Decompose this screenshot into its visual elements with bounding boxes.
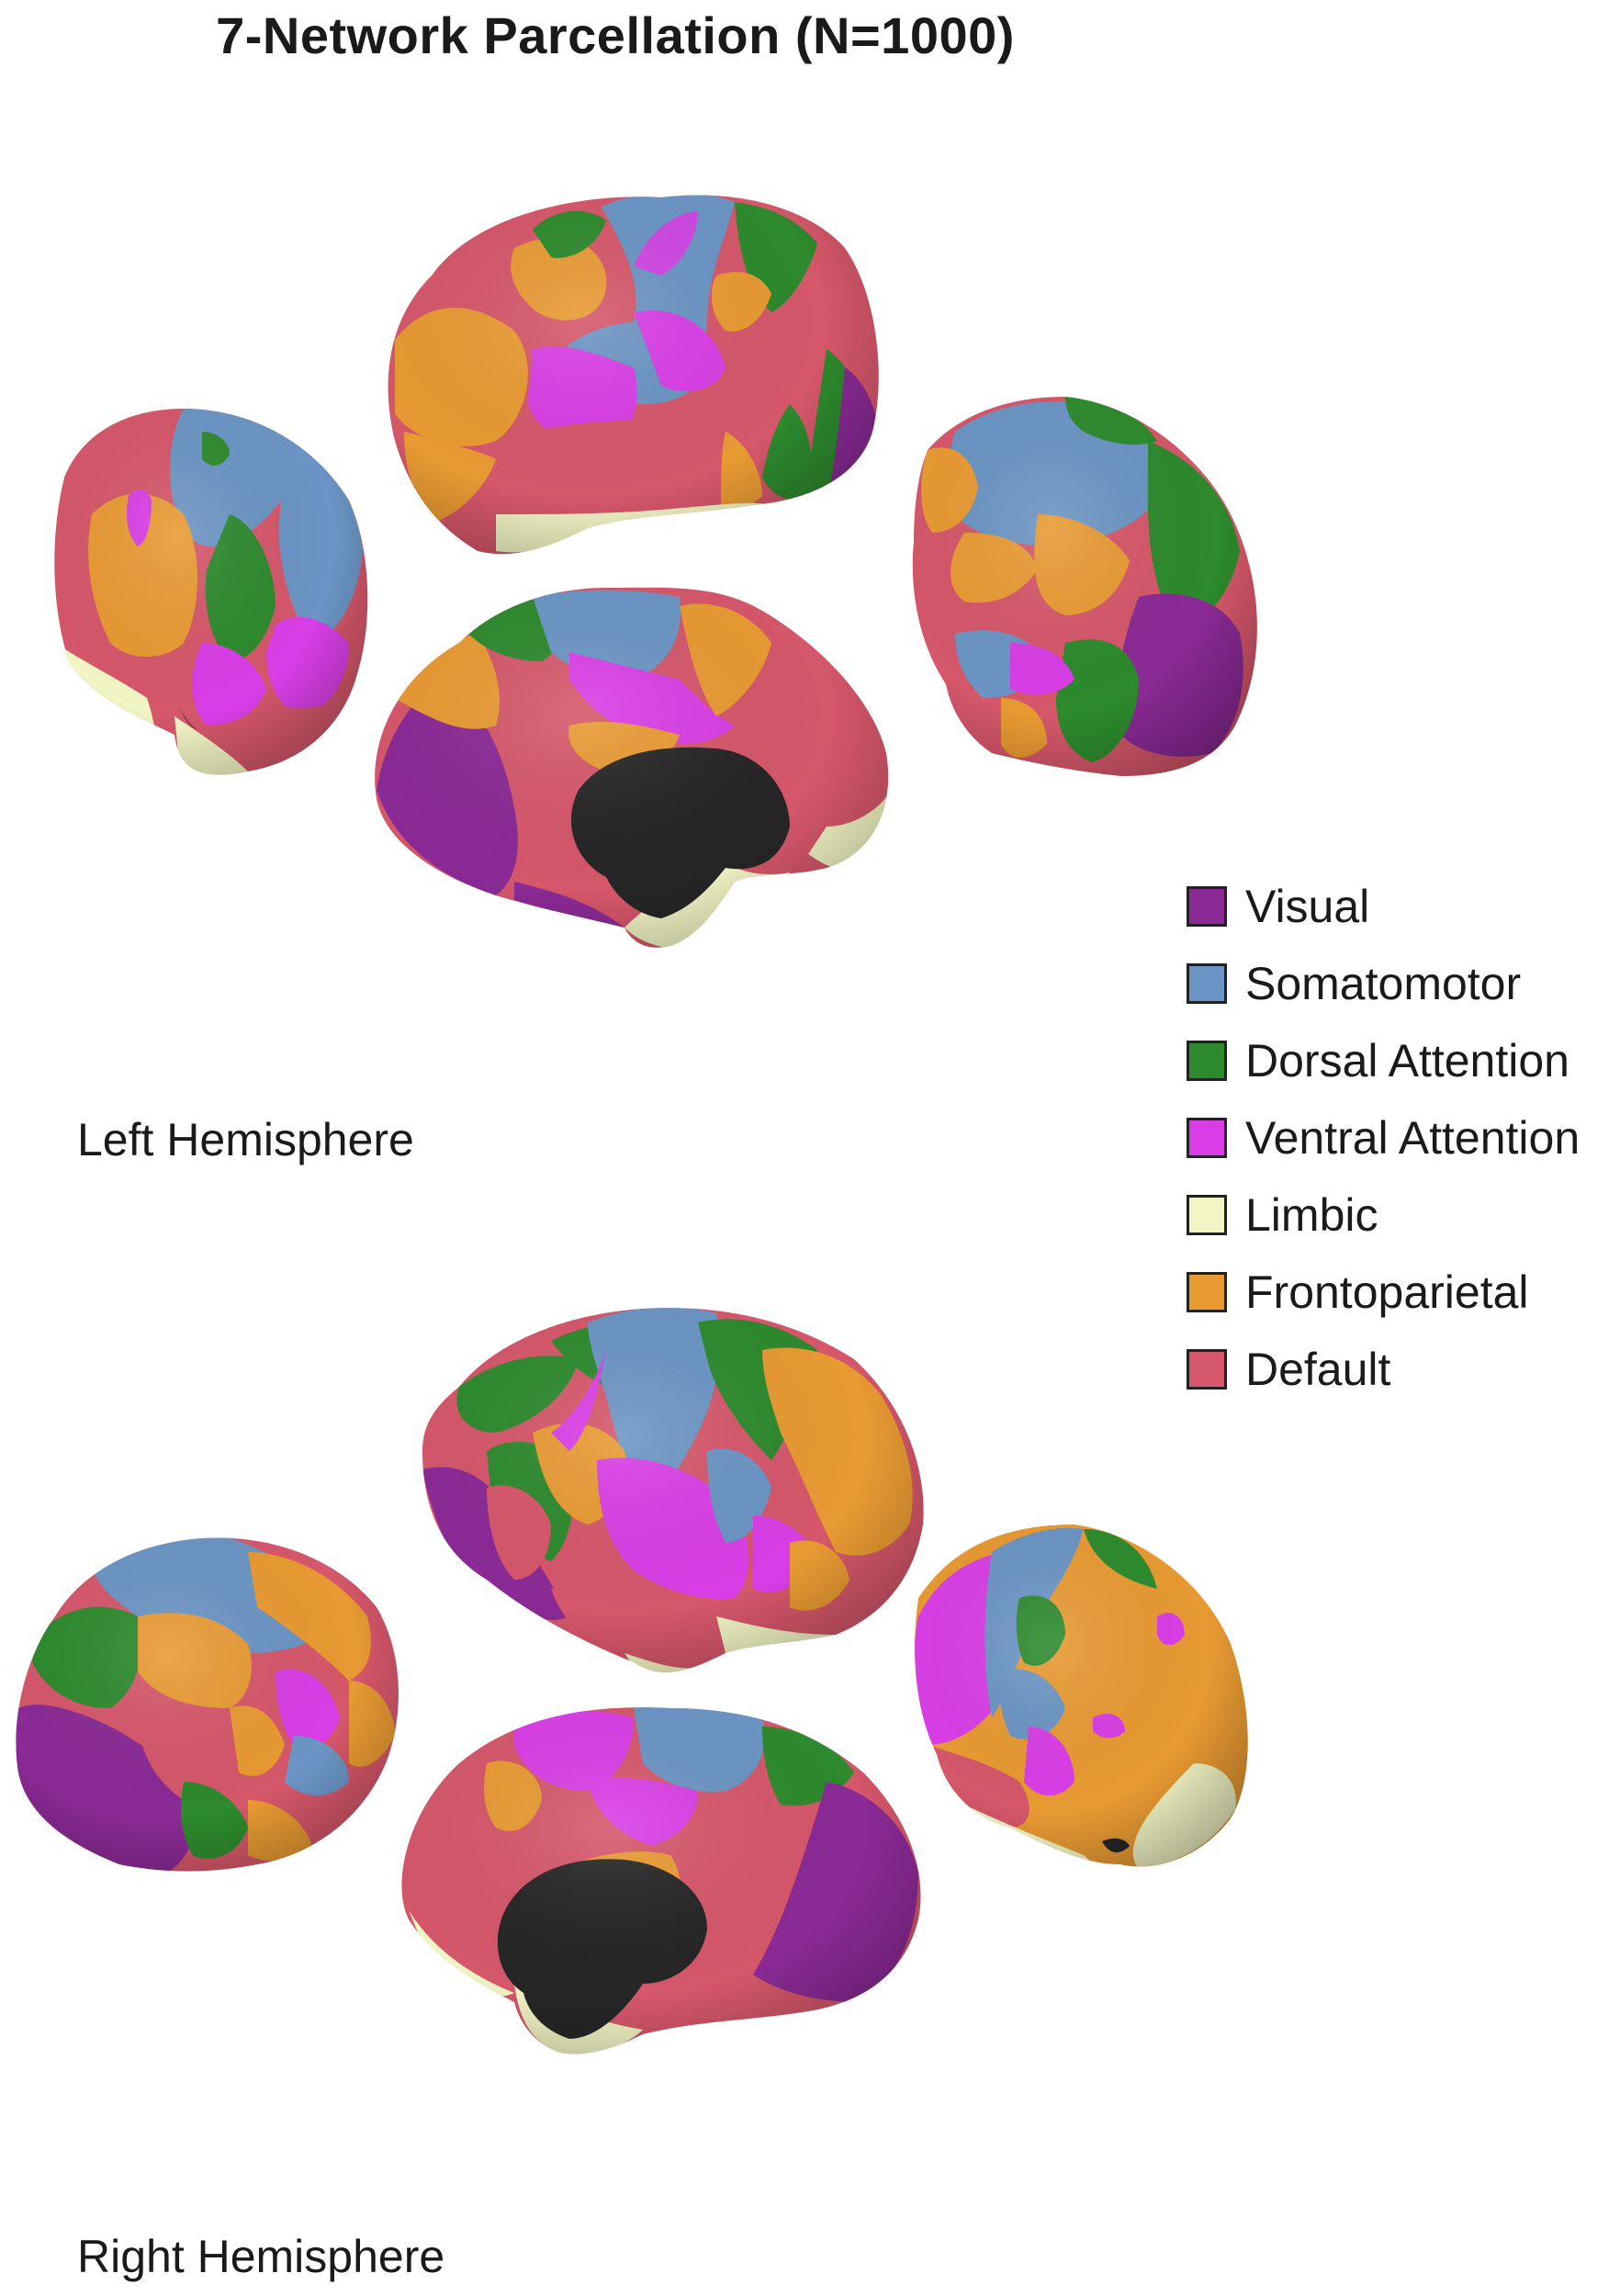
legend-label: Dorsal Attention <box>1245 1035 1569 1086</box>
legend-item: Frontoparietal <box>1187 1254 1618 1331</box>
legend-label: Somatomotor <box>1245 958 1522 1009</box>
legend-swatch <box>1187 1195 1227 1235</box>
legend-swatch <box>1187 886 1227 927</box>
legend-swatch <box>1187 963 1227 1004</box>
left-frontal-view <box>54 409 368 775</box>
right-hemisphere-label: Right Hemisphere <box>77 2231 445 2282</box>
right-posterior-view <box>16 1537 399 1872</box>
legend-swatch <box>1187 1041 1227 1081</box>
legend-item: Somatomotor <box>1187 945 1618 1022</box>
figure-title: 7-Network Parcellation (N=1000) <box>216 6 1015 64</box>
legend-item: Dorsal Attention <box>1187 1022 1618 1099</box>
legend-label: Frontoparietal <box>1245 1266 1529 1318</box>
left-lateral-view <box>388 195 879 555</box>
legend-label: Limbic <box>1245 1189 1378 1241</box>
left-medial-view <box>375 587 889 948</box>
right-frontal-view <box>915 1525 1248 1867</box>
legend-label: Default <box>1245 1344 1391 1395</box>
left-posterior-view <box>912 397 1257 776</box>
legend-label: Visual <box>1245 881 1370 932</box>
legend-item: Visual <box>1187 868 1618 945</box>
legend-item: Ventral Attention <box>1187 1099 1618 1176</box>
legend-item: Default <box>1187 1331 1618 1408</box>
legend-swatch <box>1187 1272 1227 1312</box>
left-hemisphere-label: Left Hemisphere <box>77 1114 414 1165</box>
legend-swatch <box>1187 1118 1227 1158</box>
legend-item: Limbic <box>1187 1176 1618 1254</box>
legend-swatch <box>1187 1349 1227 1390</box>
right-medial-view <box>401 1707 921 2054</box>
right-lateral-view <box>422 1308 924 1672</box>
legend-label: Ventral Attention <box>1245 1112 1581 1164</box>
